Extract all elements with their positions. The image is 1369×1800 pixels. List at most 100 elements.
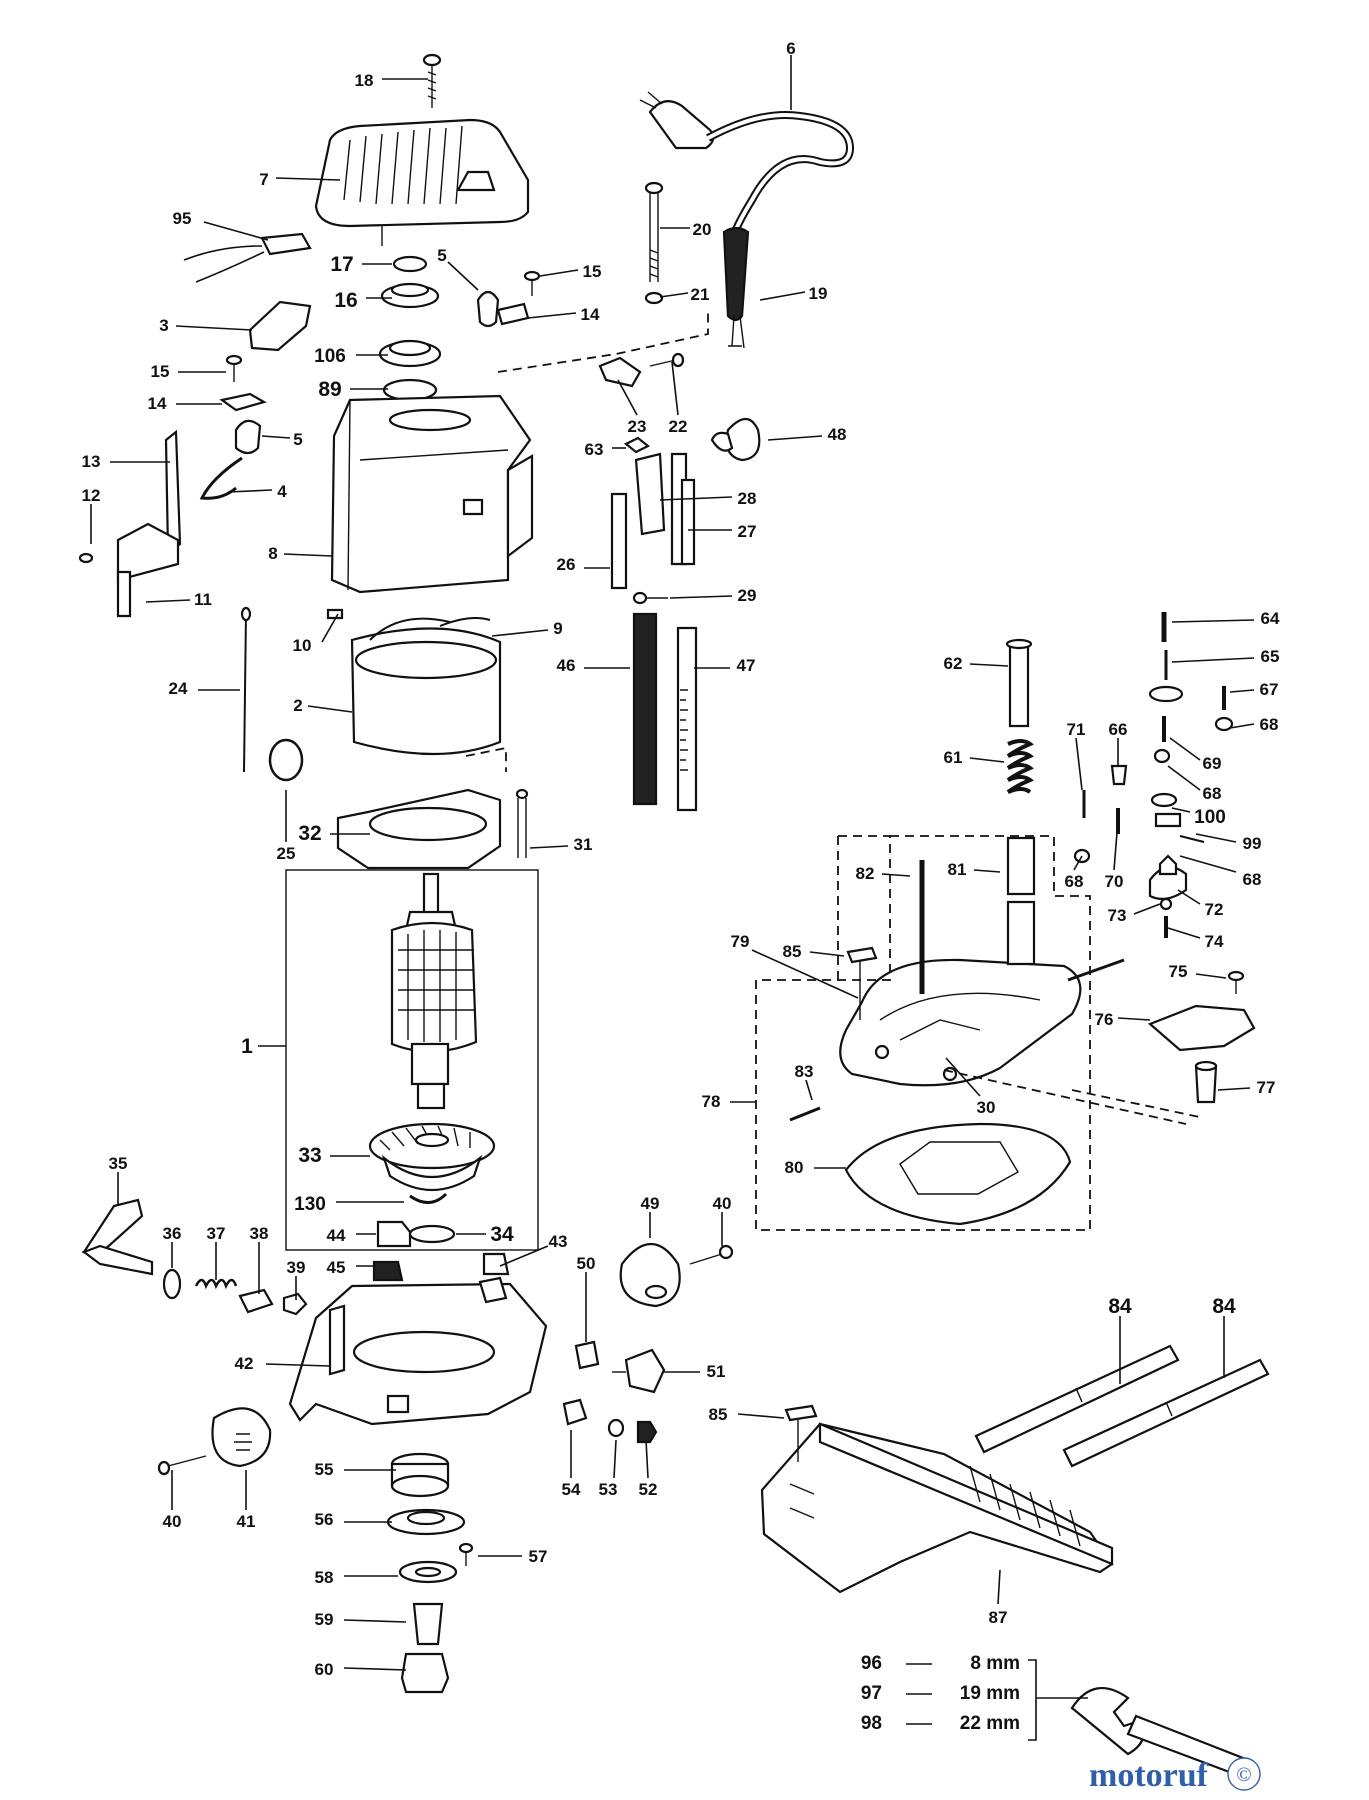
callout-84: 84 bbox=[1108, 1295, 1132, 1318]
callout-66: 66 bbox=[1109, 720, 1128, 739]
callout-84: 84 bbox=[1212, 1295, 1236, 1318]
callout-68: 68 bbox=[1065, 872, 1084, 891]
callout-leader-68 bbox=[1073, 855, 1083, 871]
part-power-cord-6-19 bbox=[639, 91, 855, 349]
callout-leader-22 bbox=[671, 361, 679, 416]
part-rail-46 bbox=[632, 612, 658, 806]
callout-6: 6 bbox=[786, 39, 795, 58]
part-spring-99 bbox=[1179, 835, 1205, 843]
callout-45: 45 bbox=[327, 1258, 346, 1277]
wrench-row: 97 19 mm bbox=[861, 1683, 1020, 1704]
callout-leader-15 bbox=[539, 269, 579, 277]
callout-41: 41 bbox=[237, 1512, 256, 1531]
callout-leader-8 bbox=[283, 553, 333, 557]
part-bearing-55 bbox=[390, 1452, 450, 1498]
callout-35: 35 bbox=[109, 1154, 128, 1173]
callout-44: 44 bbox=[327, 1226, 346, 1245]
callout-33: 33 bbox=[298, 1144, 321, 1167]
part-brush-holder-3 bbox=[248, 300, 312, 352]
callout-leader-85 bbox=[809, 951, 845, 957]
callout-leader-85 bbox=[737, 1413, 785, 1419]
part-bolt-77 bbox=[1194, 1060, 1218, 1104]
callout-leader-82 bbox=[881, 873, 911, 877]
frame-rod-link bbox=[1071, 1089, 1205, 1119]
part-bearing-58 bbox=[398, 1560, 458, 1584]
callout-13: 13 bbox=[82, 452, 101, 471]
callout-50: 50 bbox=[577, 1254, 596, 1273]
part-sleeve-44 bbox=[376, 1220, 412, 1248]
part-scale-47-ticks bbox=[680, 689, 688, 771]
callout-27: 27 bbox=[738, 522, 757, 541]
callout-8: 8 bbox=[268, 544, 277, 563]
part-thumbscrew-65 bbox=[1148, 650, 1184, 703]
part-screw-18 bbox=[422, 53, 442, 108]
callout-5: 5 bbox=[437, 246, 446, 265]
part-washer-34 bbox=[408, 1224, 456, 1244]
callout-leader-31 bbox=[529, 845, 569, 849]
callout-25: 25 bbox=[277, 844, 296, 863]
part-wrench-96-98 bbox=[1070, 1687, 1250, 1778]
part-screw-22 bbox=[649, 352, 685, 368]
callout-leader-61 bbox=[969, 757, 1005, 763]
part-knob-48 bbox=[710, 417, 761, 462]
part-guide-rods-84 bbox=[974, 1344, 1270, 1468]
callout-leader-28 bbox=[659, 496, 733, 501]
part-handle-11-12 bbox=[78, 522, 180, 618]
callout-85: 85 bbox=[783, 942, 802, 961]
watermark-text: motoruf bbox=[1089, 1757, 1209, 1794]
callout-leader-19 bbox=[759, 291, 806, 301]
callout-80: 80 bbox=[785, 1158, 804, 1177]
callout-58: 58 bbox=[315, 1568, 334, 1587]
part-sleeve-43 bbox=[482, 1252, 510, 1276]
watermark-badge bbox=[1227, 1757, 1261, 1791]
frame-pin-link bbox=[943, 1069, 1187, 1125]
callout-79: 79 bbox=[731, 932, 750, 951]
frame-cord-link bbox=[497, 312, 709, 373]
callout-leader-67 bbox=[1229, 689, 1255, 693]
callout-leader-74 bbox=[1167, 927, 1201, 939]
part-nut-52 bbox=[636, 1420, 658, 1444]
part-pin-38 bbox=[238, 1288, 274, 1314]
part-screw-57 bbox=[458, 1542, 474, 1566]
callout-73: 73 bbox=[1108, 906, 1127, 925]
wrench-row-number: 97 bbox=[861, 1683, 882, 1704]
callout-leader-79 bbox=[751, 949, 859, 999]
callout-22: 22 bbox=[669, 417, 688, 436]
part-nut-68a bbox=[1214, 716, 1234, 732]
part-column-group-26-28 bbox=[610, 436, 696, 590]
part-ball-73 bbox=[1159, 897, 1173, 911]
callout-75: 75 bbox=[1169, 962, 1188, 981]
callout-3: 3 bbox=[159, 316, 168, 335]
part-brush-clip-14-top bbox=[496, 302, 530, 326]
callout-67: 67 bbox=[1260, 680, 1279, 699]
callout-leader-64 bbox=[1171, 619, 1255, 623]
part-brush-5-left bbox=[234, 419, 262, 455]
part-fan-shroud-32 bbox=[336, 788, 502, 870]
frame-armature-assembly bbox=[285, 869, 539, 1251]
part-washer-100 bbox=[1150, 792, 1178, 808]
callout-leader-59 bbox=[343, 1619, 407, 1623]
part-brush-clip-14-left bbox=[219, 392, 267, 412]
callout-32: 32 bbox=[298, 822, 321, 845]
callout-85: 85 bbox=[709, 1405, 728, 1424]
callout-2: 2 bbox=[293, 696, 302, 715]
svg-text:motoruf: motoruf bbox=[1089, 1757, 1209, 1794]
callout-leader-99 bbox=[1195, 833, 1237, 843]
part-screw-15-top bbox=[523, 270, 541, 296]
part-screw-75 bbox=[1227, 970, 1245, 994]
callout-77: 77 bbox=[1257, 1078, 1276, 1097]
callout-62: 62 bbox=[944, 654, 963, 673]
callout-68: 68 bbox=[1243, 870, 1262, 889]
callout-leader-10 bbox=[321, 613, 339, 643]
callout-46: 46 bbox=[557, 656, 576, 675]
callout-14: 14 bbox=[581, 305, 600, 324]
callout-65: 65 bbox=[1261, 647, 1280, 666]
part-knob-49 bbox=[619, 1242, 681, 1308]
part-insert-80 bbox=[844, 1122, 1072, 1226]
wrench-row-size: 8 mm bbox=[970, 1653, 1020, 1674]
part-flange-56 bbox=[386, 1508, 466, 1536]
callout-15: 15 bbox=[151, 362, 170, 381]
part-armature-1 bbox=[390, 872, 478, 1110]
